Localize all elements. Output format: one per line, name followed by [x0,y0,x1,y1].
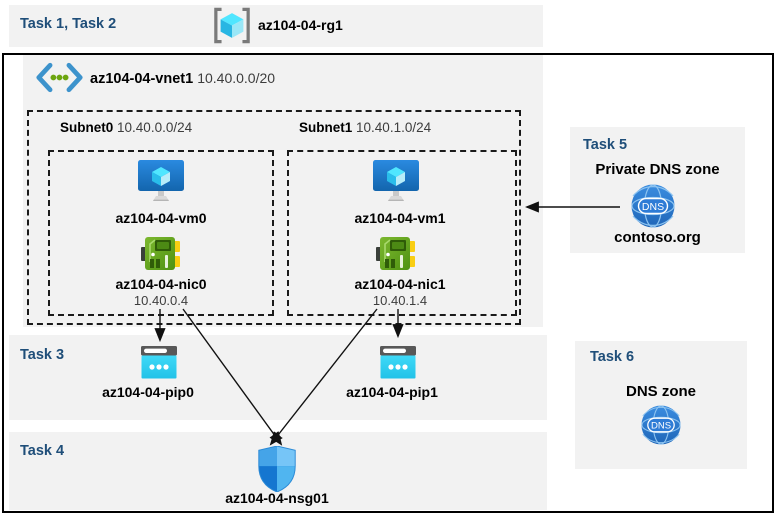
private-dns-zone-title: Private DNS zone [595,161,720,178]
resource-group-icon [213,7,251,44]
nsg-label: az104-04-nsg01 [225,490,329,506]
pip1-label: az104-04-pip1 [346,384,438,400]
task-6-label: Task 6 [590,349,635,365]
task-3-label: Task 3 [20,347,65,363]
vnet-title: az104-04-vnet1 10.40.0.0/20 [90,70,275,87]
resource-group-label: az104-04-rg1 [258,17,343,33]
subnet1-box [287,150,517,316]
nic1-ip: 10.40.1.4 [372,293,428,308]
task-6-box [575,341,747,469]
public-ip-icon [379,346,417,379]
public-ip-icon [140,346,178,379]
task-1-2-label: Task 1, Task 2 [20,16,117,32]
vm0-label: az104-04-vm0 [115,210,207,226]
dns-globe-icon [631,184,675,228]
virtual-network-icon [36,62,83,93]
subnet0-box [48,150,274,316]
vm1-label: az104-04-vm1 [354,210,446,226]
vnet-cidr: 10.40.0.0/20 [197,70,276,86]
subnet1-cidr: 10.40.1.0/24 [356,120,432,135]
task-5-label: Task 5 [583,137,628,153]
subnet1-name: Subnet1 [299,120,353,135]
subnet1-title: Subnet1 10.40.1.0/24 [299,120,431,135]
nic-icon [141,235,181,273]
nic0-label: az104-04-nic0 [115,276,207,292]
private-dns-zone-name: contoso.org [614,229,701,246]
vm-icon [372,159,420,205]
subnet0-cidr: 10.40.0.0/24 [117,120,193,135]
vm-icon [137,159,185,205]
nic0-ip: 10.40.0.4 [133,293,189,308]
subnet0-title: Subnet0 10.40.0.0/24 [60,120,192,135]
task-4-label: Task 4 [20,443,65,459]
vnet-panel [23,55,543,327]
subnet0-name: Subnet0 [60,120,114,135]
dns-zone-title: DNS zone [625,383,696,400]
vnet-name: az104-04-vnet1 [90,71,194,87]
nic1-label: az104-04-nic1 [354,276,446,292]
task-1-2-band [9,5,543,47]
task-3-band [9,335,547,420]
outer-container-box [2,53,774,513]
dns-globe-icon [641,405,681,445]
nsg-shield-icon [258,446,296,492]
pip0-label: az104-04-pip0 [102,384,194,400]
nic-icon [376,235,416,273]
